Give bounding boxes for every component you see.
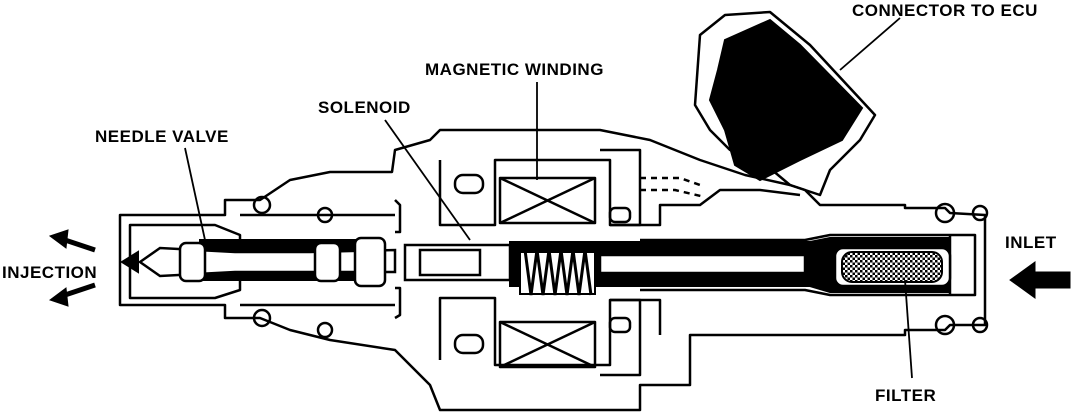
o-ring-nozzle-bottom: [252, 308, 272, 328]
label-needle-valve: NEEDLE VALVE: [95, 127, 229, 146]
leader-needle-valve: [184, 147, 206, 241]
label-filter: FILTER: [875, 386, 936, 405]
label-magnetic-winding: MAGNETIC WINDING: [425, 60, 604, 79]
leader-solenoid: [384, 119, 471, 241]
injector-body-outline: [118, 128, 987, 412]
connector-plug: [708, 18, 864, 182]
label-solenoid: SOLENOID: [318, 98, 411, 117]
connector-housing: [693, 10, 877, 197]
o-ring-housing-top: [316, 206, 334, 224]
leader-filter: [904, 279, 913, 379]
filter-mesh: [841, 251, 943, 283]
leader-connector: [839, 17, 901, 71]
o-ring-inlet-top: [934, 202, 956, 224]
magnetic-winding-top: [498, 176, 597, 225]
nozzle-inner-contour: [128, 223, 242, 300]
label-inlet: INLET: [1005, 233, 1057, 252]
injection-arrow-down-icon: [48, 282, 96, 307]
label-connector-to-ecu: CONNECTOR TO ECU: [852, 1, 1038, 20]
o-ring-inlet-bottom: [934, 314, 956, 336]
injection-arrow-up-icon: [48, 229, 96, 253]
magnetic-winding-bottom: [498, 320, 597, 369]
label-injection: INJECTION: [2, 263, 97, 282]
o-ring-housing-bottom: [316, 321, 334, 339]
o-ring-nozzle-top: [252, 195, 272, 215]
spring: [523, 249, 593, 296]
inlet-arrow-icon: [1009, 261, 1071, 299]
